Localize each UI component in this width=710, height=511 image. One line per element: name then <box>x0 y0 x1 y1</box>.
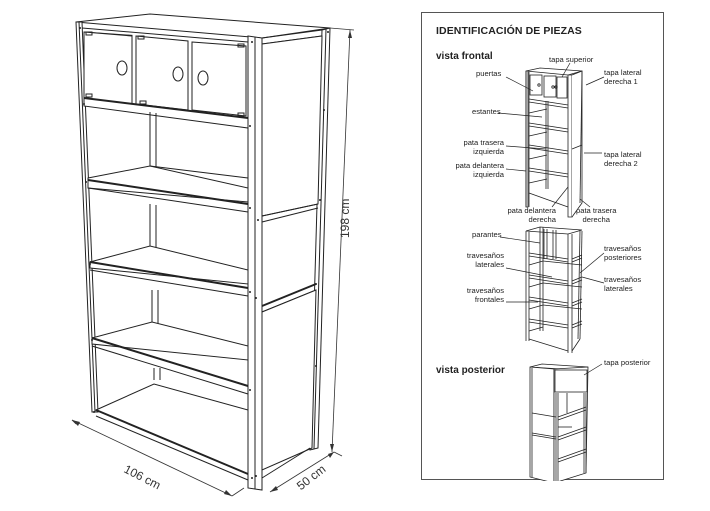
back-view-title: vista posterior <box>436 365 505 376</box>
back-view-icon <box>529 363 589 481</box>
height-dimension-label: 198 cm <box>338 198 352 238</box>
front-view-title: vista frontal <box>436 51 493 62</box>
label-pata-delantera-izquierda: pata delantera izquierda <box>455 161 504 179</box>
shelf-illustration <box>71 13 355 497</box>
label-travesanos-laterales-right: travesaños laterales <box>604 275 642 293</box>
main-shelf-drawing: 106 cm 50 cm 198 cm <box>71 13 355 497</box>
label-estantes: estantes <box>472 107 501 116</box>
panel-title: IDENTIFICACIÓN DE PIEZAS <box>436 25 582 37</box>
label-tapa-superior: tapa superior <box>549 55 594 64</box>
label-pata-delantera-derecha: pata delantera derecha <box>507 206 556 224</box>
label-travesanos-frontales: travesaños frontales <box>466 286 504 304</box>
front-view-shelf-icon <box>525 67 583 218</box>
parts-identification-panel: IDENTIFICACIÓN DE PIEZAS vista frontal p… <box>421 12 664 481</box>
label-parantes: parantes <box>472 230 502 239</box>
label-pata-trasera-derecha: pata trasera derecha <box>576 206 617 224</box>
label-pata-trasera-izquierda: pata trasera izquierda <box>463 138 504 156</box>
label-tapa-lateral-derecha-2: tapa lateral derecha 2 <box>604 150 642 168</box>
parts-illustrations <box>497 62 605 481</box>
label-travesanos-laterales-left: travesaños laterales <box>466 251 504 269</box>
label-travesanos-posteriores: travesaños posteriores <box>604 244 642 262</box>
label-tapa-lateral-derecha-1: tapa lateral derecha 1 <box>604 68 642 86</box>
frame-view-icon <box>525 226 583 353</box>
label-tapa-posterior: tapa posterior <box>604 358 651 367</box>
label-puertas: puertas <box>476 69 502 78</box>
